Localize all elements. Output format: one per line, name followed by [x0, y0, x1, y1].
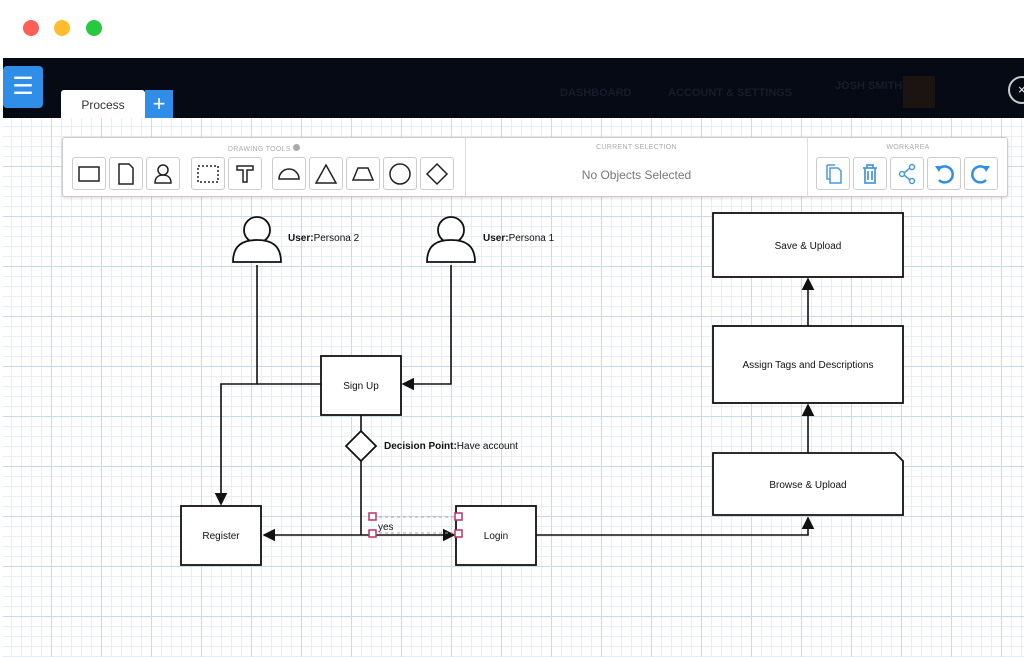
trash-icon: [863, 163, 877, 184]
rectangle-icon: [78, 165, 100, 182]
nav-dashboard[interactable]: DASHBOARD: [560, 87, 632, 99]
copy-button[interactable]: [816, 157, 850, 190]
copy-icon: [826, 163, 842, 184]
edge-login-browse: [536, 516, 815, 536]
undo-button[interactable]: [927, 157, 961, 190]
delete-button[interactable]: [853, 157, 887, 190]
triangle-icon: [314, 162, 338, 184]
trapezoid-tool[interactable]: [346, 157, 380, 190]
document-icon: [118, 162, 134, 185]
assign-label: Assign Tags and Descriptions: [743, 360, 874, 371]
drawing-tools-section: DRAWING TOOLS: [63, 138, 466, 196]
dashed-rectangle-icon: [197, 164, 219, 183]
circle-tool[interactable]: [383, 157, 417, 190]
triangle-tool[interactable]: [309, 157, 343, 190]
save-label: Save & Upload: [775, 241, 842, 252]
workarea-title: WORKAREA: [886, 144, 930, 151]
circle-icon: [389, 162, 411, 185]
diagram-canvas[interactable]: [3, 118, 1024, 657]
nav-account-settings[interactable]: ACCOUNT & SETTINGS: [668, 87, 793, 99]
help-icon[interactable]: [293, 144, 301, 151]
trapezoid-icon: [351, 166, 375, 181]
avatar[interactable]: [903, 76, 935, 108]
decision-label: Decision Point:Have account: [384, 441, 518, 452]
text-icon: [236, 164, 254, 183]
close-icon[interactable]: ×: [1008, 76, 1024, 104]
undo-icon: [935, 164, 954, 184]
add-tab-button[interactable]: +: [145, 90, 173, 118]
selection-handles: [368, 512, 463, 538]
persona2-icon: [232, 216, 282, 263]
persona1-label: User:Persona 1: [483, 233, 555, 244]
menu-button[interactable]: ☰: [3, 66, 43, 108]
edge-persona2-register: [214, 265, 258, 506]
persona2-label: User:Persona 2: [288, 233, 360, 244]
edge-persona1-signup: [401, 265, 452, 391]
login-label: Login: [484, 531, 508, 542]
persona1-icon: [426, 216, 476, 263]
app-header: [3, 58, 1024, 118]
text-tool[interactable]: [228, 157, 262, 190]
signup-label: Sign Up: [343, 381, 379, 392]
current-selection-section: CURRENT SELECTION No Objects Selected: [466, 138, 808, 196]
tab-process[interactable]: Process: [61, 90, 145, 119]
window-maximize-button[interactable]: [86, 20, 102, 36]
current-selection-title: CURRENT SELECTION: [596, 144, 677, 151]
edge-label-yes: yes: [378, 522, 394, 533]
current-selection-text: No Objects Selected: [581, 168, 692, 182]
window-titlebar: [0, 0, 1024, 58]
save-box: [712, 212, 904, 278]
window-close-button[interactable]: [23, 20, 39, 36]
rectangle-tool[interactable]: [72, 157, 106, 190]
redo-button[interactable]: [964, 157, 998, 190]
toolbar: DRAWING TOOLS CURRENT SELECTION No Objec…: [62, 137, 1008, 197]
persona-tool[interactable]: [146, 157, 180, 190]
signup-box: [320, 355, 402, 416]
window-minimize-button[interactable]: [54, 20, 70, 36]
drawing-tools-title: DRAWING TOOLS: [227, 146, 291, 153]
register-box: [180, 505, 262, 566]
decision-diamond: [344, 429, 378, 463]
persona-icon: [154, 163, 172, 184]
selection-tool[interactable]: [191, 157, 225, 190]
diamond-icon: [425, 162, 449, 185]
user-name[interactable]: JOSH SMITH: [835, 80, 903, 92]
redo-icon: [971, 164, 990, 184]
login-box: [455, 505, 537, 566]
workarea-section: WORKAREA: [808, 138, 1008, 196]
assign-box: [712, 325, 904, 404]
hamburger-icon: ☰: [12, 73, 34, 100]
semicircle-icon: [278, 167, 300, 180]
browse-document: [712, 452, 904, 516]
diamond-tool[interactable]: [420, 157, 454, 190]
register-label: Register: [202, 531, 240, 542]
share-icon: [898, 163, 916, 184]
share-button[interactable]: [890, 157, 924, 190]
browse-label: Browse & Upload: [769, 480, 846, 491]
document-tool[interactable]: [109, 157, 143, 190]
semicircle-tool[interactable]: [272, 157, 306, 190]
